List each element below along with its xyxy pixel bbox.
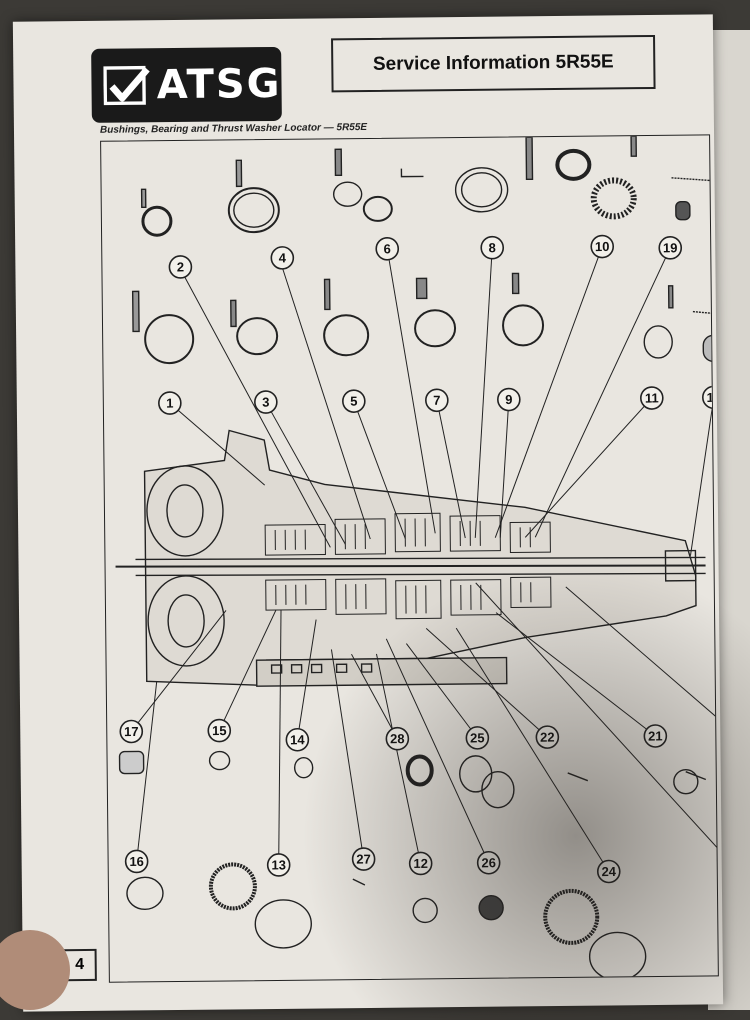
callout-28: 28 bbox=[386, 728, 408, 750]
callout-label: 11 bbox=[645, 390, 659, 405]
callout-7: 7 bbox=[426, 389, 448, 411]
callout-6: 6 bbox=[376, 238, 398, 260]
callout-label: 27 bbox=[356, 851, 371, 866]
callout-label: 26 bbox=[481, 855, 496, 870]
page-title: Service Information 5R55E bbox=[373, 51, 614, 76]
callout-22: 22 bbox=[536, 726, 558, 748]
callout-label: 21 bbox=[648, 728, 663, 743]
callout-label: 14 bbox=[290, 732, 305, 747]
callout-label: 19 bbox=[663, 240, 678, 255]
callout-label: 1 bbox=[166, 396, 173, 411]
callout-label: 25 bbox=[470, 730, 485, 745]
callout-label: 9 bbox=[505, 392, 512, 407]
callout-19: 19 bbox=[659, 237, 681, 259]
callout-label: 3 bbox=[262, 395, 269, 410]
callout-5: 5 bbox=[343, 390, 365, 412]
callout-18: 18 bbox=[703, 386, 718, 408]
callout-24: 24 bbox=[598, 860, 620, 882]
callout-2: 2 bbox=[169, 256, 191, 278]
callout-label: 8 bbox=[489, 240, 496, 255]
callout-9: 9 bbox=[498, 388, 520, 410]
callout-label: 2 bbox=[177, 259, 184, 274]
callout-8: 8 bbox=[481, 237, 503, 259]
callout-17: 17 bbox=[120, 720, 142, 742]
callout-13: 13 bbox=[268, 854, 290, 876]
callout-label: 10 bbox=[595, 239, 610, 254]
checkmark-logo-icon bbox=[103, 60, 151, 110]
callout-label: 17 bbox=[124, 724, 139, 739]
callout-14: 14 bbox=[286, 729, 308, 751]
callout-label: 7 bbox=[433, 393, 440, 408]
callout-3: 3 bbox=[255, 391, 277, 413]
manual-page: ATSG Service Information 5R55E Bushings,… bbox=[13, 14, 723, 1011]
callout-label: 5 bbox=[350, 394, 357, 409]
callout-16: 16 bbox=[126, 850, 148, 872]
callout-label: 13 bbox=[271, 857, 286, 872]
callout-25: 25 bbox=[466, 727, 488, 749]
callout-12: 12 bbox=[410, 852, 432, 874]
callout-label: 12 bbox=[413, 856, 428, 871]
callout-15: 15 bbox=[208, 719, 230, 741]
callout-label: 15 bbox=[212, 723, 227, 738]
callout-11: 11 bbox=[641, 387, 663, 409]
callout-21: 21 bbox=[644, 725, 666, 747]
callout-10: 10 bbox=[591, 235, 613, 257]
callout-label: 4 bbox=[279, 250, 287, 265]
logo-text: ATSG bbox=[156, 61, 281, 108]
callout-27: 27 bbox=[353, 848, 375, 870]
callout-label: 28 bbox=[390, 731, 405, 746]
callout-label: 6 bbox=[384, 241, 391, 256]
callout-4: 4 bbox=[271, 247, 293, 269]
callout-26: 26 bbox=[478, 852, 500, 874]
transmission-diagram: 1234567891011121314151617181920212223242… bbox=[101, 135, 718, 981]
callout-label: 22 bbox=[540, 730, 555, 745]
diagram-frame: 1234567891011121314151617181920212223242… bbox=[100, 134, 719, 982]
atsg-logo: ATSG bbox=[91, 47, 282, 123]
callout-label: 16 bbox=[129, 854, 144, 869]
callout-label: 24 bbox=[601, 864, 616, 879]
callout-1: 1 bbox=[159, 392, 181, 414]
callout-label: 18 bbox=[706, 390, 717, 405]
figure-subtitle: Bushings, Bearing and Thrust Washer Loca… bbox=[100, 122, 367, 136]
page-title-box: Service Information 5R55E bbox=[331, 35, 656, 92]
